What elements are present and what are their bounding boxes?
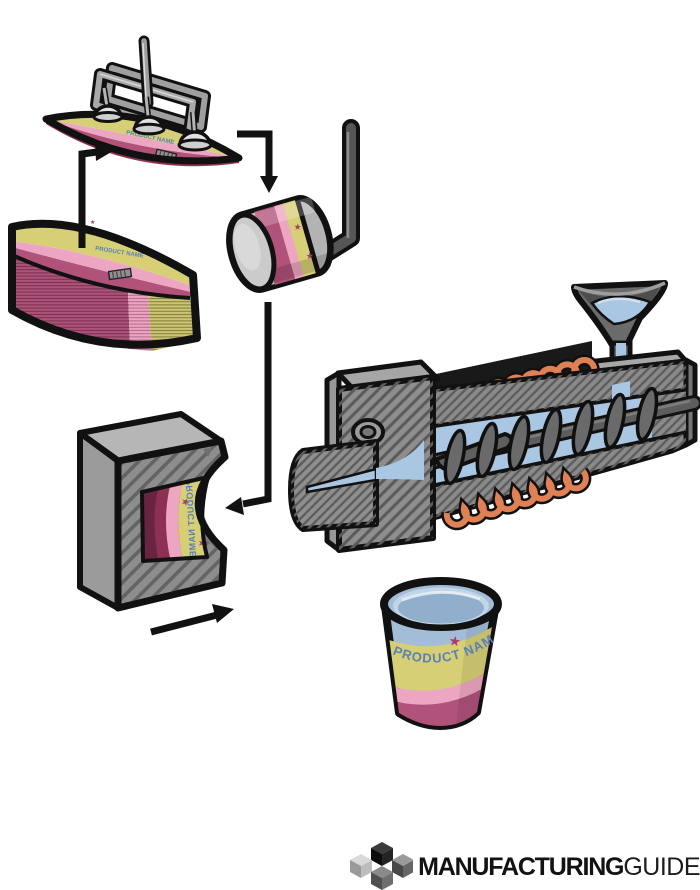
roll-pink-band — [274, 203, 305, 280]
logo-text-light: GUIDE — [623, 852, 700, 881]
block-boss-hole — [359, 425, 377, 439]
stack-side-pink-layers — [128, 291, 152, 351]
cup-magenta-band — [385, 678, 496, 726]
suction-cup-base — [92, 111, 124, 123]
screw-flight — [539, 407, 563, 465]
heater-coil — [443, 469, 589, 528]
roll-face-highlight — [234, 223, 261, 271]
barrel-upper-hatch — [412, 361, 686, 428]
roll-shadow — [261, 253, 332, 286]
arrow-mold-to-cup — [150, 604, 234, 636]
rolled-label-cylinder: ★ ★ — [226, 195, 334, 293]
star-dot: ★ — [179, 496, 192, 510]
cavity-pink — [166, 483, 182, 558]
cup-pink-band — [385, 664, 496, 705]
suction-cup-base — [132, 122, 166, 136]
screw-flight — [571, 399, 595, 457]
funnel-rim — [573, 281, 666, 296]
melt-trumpet — [376, 440, 424, 480]
stack-top-pink-band — [12, 241, 192, 292]
star-dot: ★ — [293, 222, 301, 232]
roll-yellow-band — [282, 199, 320, 277]
nozzle-melt-channel — [305, 467, 378, 494]
stack-top-magenta-band — [12, 247, 191, 298]
stack-barcode — [107, 267, 133, 281]
process-arrows — [78, 130, 278, 636]
cavity-shadow — [142, 489, 158, 561]
mold-block: ★ ★ PRODUCT NAME — [77, 411, 229, 612]
screw-flight — [443, 428, 467, 486]
rim-highlight — [401, 590, 481, 602]
heater-coils-bottom — [441, 465, 592, 531]
logo-wordmark: MANUFACTURINGGUIDE — [418, 853, 700, 882]
stack-top-yellow-band — [12, 223, 193, 286]
screw-bore — [423, 381, 700, 489]
granules-highlight — [597, 297, 641, 305]
injection-nozzle — [288, 439, 424, 532]
roll-end-cap — [294, 196, 333, 276]
stack-side-magenta-layers — [12, 255, 130, 349]
suction-cup-base — [177, 138, 213, 152]
mold-left-face — [77, 430, 121, 611]
injection-unit — [288, 280, 700, 553]
screw-flight — [507, 414, 531, 472]
label-stack: ★ ★ ★ ★ PRODUCT NAME — [8, 219, 201, 351]
roll-magenta-band — [254, 205, 297, 285]
label-roll: ★ ★ — [226, 119, 360, 293]
cup-interior — [398, 592, 484, 624]
screw-flight — [603, 392, 627, 450]
cup-yellow-band — [385, 622, 496, 691]
star-dot: ★ — [196, 537, 208, 550]
arrow-gripper-to-roll — [237, 130, 278, 193]
cube-cluster-icon — [350, 842, 414, 890]
cup-label — [385, 604, 496, 726]
roll-highlight — [245, 196, 316, 231]
screw-flight — [475, 421, 499, 479]
star-dot: ★ — [90, 219, 95, 226]
star-dot: ★ — [305, 251, 314, 262]
stack-outline — [8, 219, 201, 349]
mold-outline — [114, 437, 229, 612]
mold-mirrored-label-text: PRODUCT NAME — [184, 479, 198, 558]
manufacturing-guide-logo: MANUFACTURINGGUIDE — [349, 840, 700, 890]
logo-text-bold: MANUFACTURING — [418, 852, 624, 881]
mold-key-notch — [203, 447, 213, 457]
star-icon: ★ — [448, 632, 463, 650]
arrow-stack-to-gripper — [78, 142, 113, 248]
gripper-rod — [138, 35, 154, 109]
arrow-roll-to-mold — [225, 302, 272, 515]
vacuum-gripper: ★ ★ ★ ★ PRODUCT NAME — [42, 35, 243, 167]
funnel-granules — [590, 295, 652, 326]
suction-cups — [92, 104, 213, 152]
screw-flight — [635, 386, 659, 442]
cup-side-shade — [456, 604, 496, 726]
stack-front-edge — [11, 253, 191, 300]
